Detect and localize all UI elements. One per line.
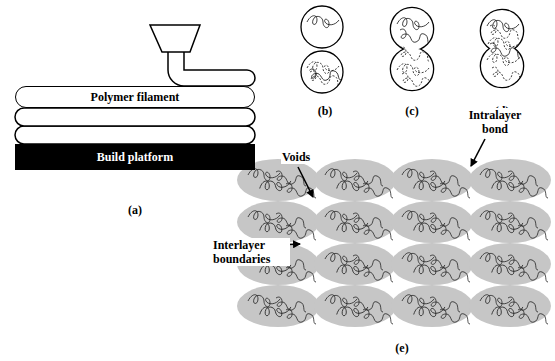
leader-arrows: [276, 139, 485, 245]
panel-label: Interlayer boundaries: [212, 238, 290, 266]
filament-strand: [168, 50, 255, 86]
nozzle: [150, 25, 200, 52]
deposited-layer: [15, 108, 255, 126]
panel-label: Voids: [281, 150, 311, 164]
deposited-layer: [15, 126, 255, 144]
leader-arrow: [298, 167, 313, 197]
filament-pair-d: [481, 10, 523, 87]
build-platform: Build platform: [15, 144, 255, 170]
panel-label: (e): [394, 341, 409, 355]
panel-label: (a): [127, 203, 143, 217]
extruder: [15, 25, 255, 144]
filament-layer: Polymer filament: [15, 86, 255, 108]
filament-pair-c: [391, 8, 433, 90]
filament-pair-b: [301, 6, 343, 93]
panel-label: (c): [404, 104, 419, 118]
node-text: Polymer filament: [91, 90, 180, 104]
node-text: Build platform: [97, 150, 173, 164]
panel-label: Intralayer bond: [458, 108, 532, 136]
panel-label: (b): [317, 104, 334, 118]
leader-arrow: [471, 139, 485, 166]
